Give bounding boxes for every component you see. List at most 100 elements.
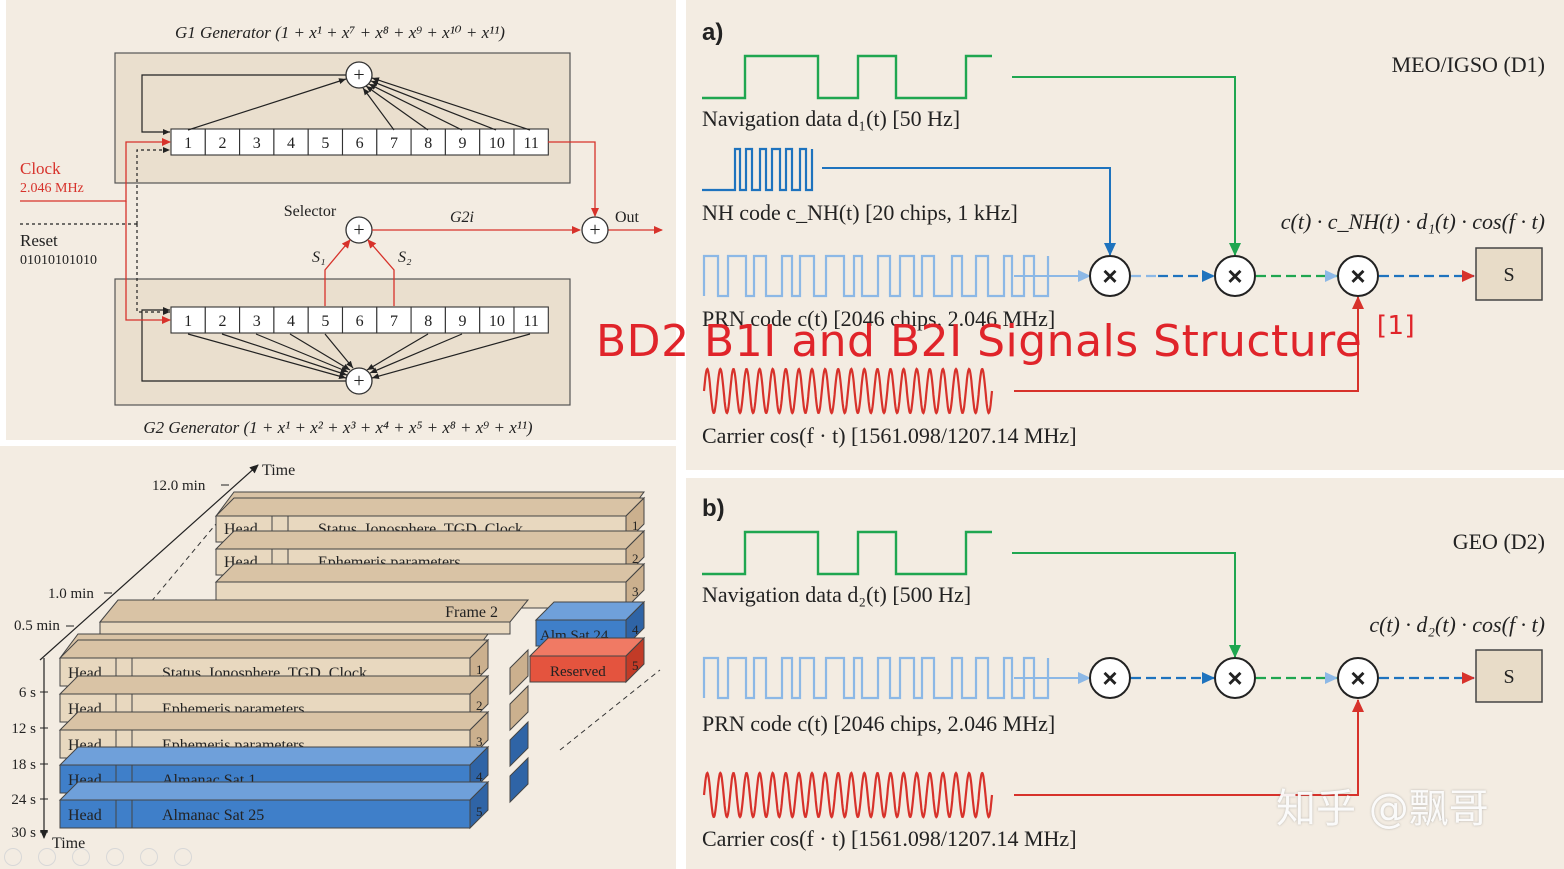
frame2-side-3 bbox=[509, 720, 529, 768]
g2-title: G2 Generator (1 + x¹ + x² + x³ + x⁴ + x⁵… bbox=[143, 418, 533, 437]
clock-lines bbox=[20, 138, 171, 324]
g2-cell-5 bbox=[307, 306, 344, 334]
g1-cell-label-11: 11 bbox=[523, 135, 538, 152]
clock-freq: 2.046 MHz bbox=[20, 181, 84, 196]
play-icon[interactable] bbox=[38, 848, 56, 866]
frame1-row4-num: 4 bbox=[476, 769, 483, 784]
frame24-row3-num: 3 bbox=[632, 584, 639, 599]
zoom-out-icon[interactable] bbox=[4, 848, 22, 866]
panel-a-letter: a) bbox=[702, 19, 723, 46]
carrier-arrow-b bbox=[1014, 699, 1364, 796]
search-icon[interactable] bbox=[140, 848, 158, 866]
carrier-arrow-a bbox=[1014, 296, 1364, 392]
prn-waveform-a bbox=[702, 254, 1050, 298]
g1-cell-4 bbox=[273, 128, 309, 156]
left-time-ticks: 6 s 12 s 18 s 24 s 30 s bbox=[11, 685, 48, 841]
g2-cell-10 bbox=[479, 306, 515, 334]
viewer-toolbar bbox=[4, 848, 192, 866]
g1-feedback bbox=[141, 74, 531, 135]
g1-cell-label-8: 8 bbox=[424, 135, 432, 152]
frame2-side-2 bbox=[509, 684, 529, 732]
g2-cell-8 bbox=[410, 306, 446, 334]
s1-label: S₁ bbox=[312, 249, 326, 266]
g1-cell-label-10: 10 bbox=[489, 135, 505, 152]
frame1-row5-top bbox=[58, 781, 490, 801]
g1-cell-label-5: 5 bbox=[321, 135, 329, 152]
formula-a: c(t) · c_NH(t) · d₁(t) · cos(f · t) bbox=[1281, 209, 1545, 234]
frame24-row2-num: 2 bbox=[632, 551, 639, 566]
carrier-label-b: Carrier cos(f · t) [1561.098/1207.14 MHz… bbox=[702, 826, 1077, 851]
g1-cell-label-2: 2 bbox=[218, 135, 226, 152]
frame-guide-dash bbox=[139, 499, 237, 616]
frame1-row5-text: Almanac Sat 25 bbox=[162, 807, 264, 824]
g1-cell-label-1: 1 bbox=[184, 135, 192, 152]
carrier-waveform-a bbox=[702, 367, 994, 415]
time-axis-label: Time bbox=[262, 462, 295, 479]
g1-cell-label-4: 4 bbox=[287, 135, 295, 152]
reset-dashed bbox=[136, 147, 170, 315]
time-bottom-label: Time bbox=[52, 835, 85, 852]
frame1-row3-top bbox=[58, 711, 490, 731]
g1-cell-label-9: 9 bbox=[459, 135, 467, 152]
g2-cell-label-4: 4 bbox=[287, 313, 295, 330]
g2-cell-label-7: 7 bbox=[390, 313, 398, 330]
output-box-b bbox=[1475, 649, 1543, 703]
left-tick-0: 6 s bbox=[19, 685, 36, 701]
left-tick-1: 12 s bbox=[11, 721, 36, 737]
svg-text:×: × bbox=[1227, 261, 1242, 291]
g2-cell-label-8: 8 bbox=[424, 313, 432, 330]
output-box-a bbox=[1475, 247, 1543, 301]
left-tick-4: 30 s bbox=[11, 825, 36, 841]
g1-cell-10 bbox=[479, 128, 515, 156]
selector-label: Selector bbox=[284, 203, 337, 220]
grid-icon[interactable] bbox=[106, 848, 124, 866]
frame24-row2-top bbox=[214, 530, 646, 550]
g1-title: G1 Generator (1 + x¹ + x⁷ + x⁸ + x⁹ + x¹… bbox=[175, 23, 505, 42]
horizontal-divider bbox=[0, 440, 676, 446]
g2-cell-6 bbox=[341, 306, 378, 334]
top-tick-2: 0.5 min bbox=[14, 618, 60, 634]
nav-arrow-a bbox=[1012, 76, 1241, 256]
panel-b: b) GEO (D2) Navigation data d₂(t) [500 H… bbox=[686, 478, 1564, 869]
g2-cell-11 bbox=[513, 306, 549, 334]
vertical-divider bbox=[676, 0, 686, 869]
selector-lines bbox=[324, 141, 663, 306]
g2-adder-symbol: + bbox=[353, 370, 364, 392]
overlay-title-text: BD2 B1I and B2I Signals Structure bbox=[596, 316, 1377, 367]
frame1-row2-top bbox=[58, 675, 490, 695]
g2-cell-label-2: 2 bbox=[218, 313, 226, 330]
nav-label-b: Navigation data d₂(t) [500 Hz] bbox=[702, 582, 971, 607]
s2-label: S₂ bbox=[398, 249, 412, 266]
g1-cell-1 bbox=[170, 128, 206, 156]
frame-guide-dash-right bbox=[559, 669, 661, 751]
panel-b-mode: GEO (D2) bbox=[1453, 529, 1545, 554]
clock-label: Clock bbox=[20, 159, 61, 178]
nav-label-a: Navigation data d₁(t) [50 Hz] bbox=[702, 106, 960, 131]
multiplier-b1: × bbox=[1089, 657, 1131, 699]
g2-cell-label-11: 11 bbox=[523, 313, 538, 330]
more-icon[interactable] bbox=[174, 848, 192, 866]
prn-label-b: PRN code c(t) [2046 chips, 2.046 MHz] bbox=[702, 711, 1055, 736]
overlay-title: BD2 B1I and B2I Signals Structure [1] bbox=[596, 311, 1415, 367]
nav-arrow-b bbox=[1012, 552, 1241, 658]
frame24-row3-top bbox=[214, 563, 646, 583]
multiplier-a2: × bbox=[1214, 255, 1256, 297]
multiplier-a1: × bbox=[1089, 255, 1131, 297]
left-tick-3: 24 s bbox=[11, 792, 36, 808]
left-tick-2: 18 s bbox=[11, 757, 36, 773]
frame1-row2-num: 2 bbox=[476, 698, 483, 713]
carrier-waveform-b bbox=[702, 771, 994, 819]
frame-2: Frame 2 bbox=[98, 599, 530, 804]
reset-label: Reset bbox=[20, 231, 58, 250]
g2-cell-label-3: 3 bbox=[253, 313, 261, 330]
output-adder bbox=[581, 216, 609, 244]
svg-text:×: × bbox=[1102, 663, 1117, 693]
multiplier-a3: × bbox=[1337, 255, 1379, 297]
frame1-row3-num: 3 bbox=[476, 734, 483, 749]
g2-box bbox=[114, 278, 571, 406]
frame2-title: Frame 2 bbox=[445, 604, 498, 621]
pen-icon[interactable] bbox=[72, 848, 90, 866]
